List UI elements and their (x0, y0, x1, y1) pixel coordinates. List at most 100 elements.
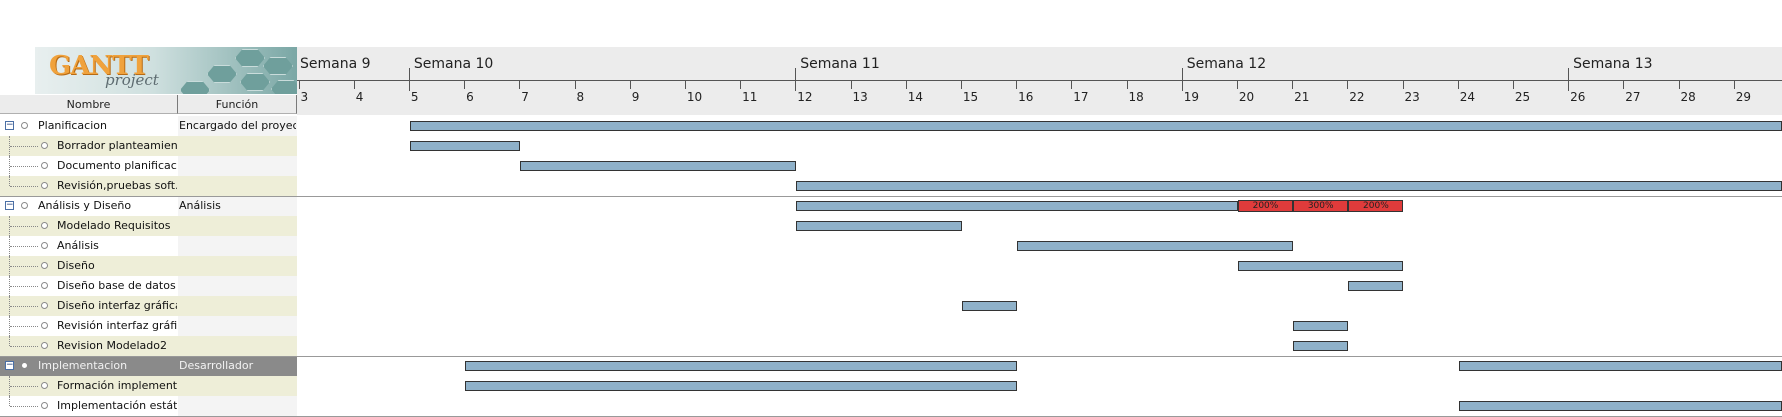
logo-word: GANTT (49, 51, 149, 81)
task-bar[interactable] (796, 201, 1238, 211)
task-name: Revision Modelado2 (57, 339, 167, 352)
task-dot-icon (41, 262, 48, 269)
task-bar[interactable] (1017, 241, 1294, 251)
day-label: 22 (1349, 90, 1365, 104)
logo-sub: project (105, 71, 159, 89)
task-bar[interactable] (1348, 281, 1404, 291)
task-bar[interactable] (1458, 401, 1782, 411)
collapse-icon[interactable]: − (5, 200, 14, 210)
tree-guide-line (9, 236, 10, 256)
task-row[interactable]: Implementación estática (0, 396, 297, 416)
task-dot-icon (41, 402, 48, 409)
day-label: 19 (1183, 90, 1199, 104)
overload-indicator[interactable]: 200% (1348, 200, 1404, 212)
day-tick (519, 80, 521, 89)
day-label: 16 (1018, 90, 1034, 104)
day-label: 15 (962, 90, 979, 104)
task-row[interactable]: Borrador planteamiento (0, 136, 297, 156)
task-bar[interactable] (1237, 261, 1404, 271)
day-label: 18 (1128, 90, 1144, 104)
task-name: Revisión interfaz gráfica (57, 319, 177, 332)
task-dot-icon (41, 302, 48, 309)
task-bar[interactable] (465, 361, 1018, 371)
task-bar[interactable] (1293, 321, 1349, 331)
task-row[interactable]: Diseño interfaz gráfica (0, 296, 297, 316)
task-bar[interactable] (409, 121, 1782, 131)
day-label: 26 (1570, 90, 1586, 104)
day-label: 12 (797, 90, 813, 104)
task-row[interactable]: Revisión,pruebas soft... (0, 176, 297, 196)
tree-guide-line (10, 186, 38, 187)
week-tick (1181, 68, 1183, 91)
task-row[interactable]: Formación implementa... (0, 376, 297, 396)
tree-guide-line (9, 176, 10, 186)
day-label: 29 (1735, 90, 1751, 104)
task-dot-icon (41, 282, 48, 289)
overload-indicator[interactable]: 200% (1237, 200, 1294, 212)
day-label: 7 (521, 90, 529, 104)
tree-guide-line (9, 156, 10, 176)
column-header-function[interactable]: Función (178, 95, 297, 114)
task-row[interactable]: Diseño base de datos (0, 276, 297, 296)
tree-guide-line (10, 306, 38, 307)
task-row[interactable]: Diseño (0, 256, 297, 276)
week-label: Semana 10 (413, 56, 494, 72)
task-bar[interactable] (1458, 361, 1782, 371)
collapse-icon[interactable]: − (5, 120, 14, 130)
collapse-icon[interactable]: − (5, 360, 14, 370)
day-label: 24 (1459, 90, 1475, 104)
task-row[interactable]: Revision Modelado2 (0, 336, 297, 356)
tree-guide-line (10, 146, 38, 147)
task-row[interactable]: Modelado Requisitos (0, 216, 297, 236)
overload-indicator[interactable]: 300% (1293, 200, 1349, 212)
tree-guide-line (10, 286, 38, 287)
group-separator (0, 356, 1782, 357)
day-tick (1623, 80, 1625, 89)
task-bar[interactable] (1293, 341, 1349, 351)
day-label: 17 (1073, 90, 1089, 104)
day-tick (1457, 80, 1459, 89)
tree-guide-line (10, 326, 38, 327)
tree-guide-line (10, 386, 38, 387)
day-tick (574, 80, 576, 89)
task-row[interactable]: Documento planificación (0, 156, 297, 176)
timeline-axis (297, 80, 1782, 81)
task-bar[interactable] (961, 301, 1018, 311)
tree-guide-line (9, 376, 10, 396)
day-tick (1071, 80, 1073, 89)
task-name: Planificacion (38, 119, 107, 132)
task-bar[interactable] (465, 381, 1018, 391)
day-label: 5 (410, 90, 419, 104)
task-function: Análisis (179, 199, 221, 212)
task-dot-icon (41, 322, 48, 329)
task-bar[interactable] (796, 181, 1782, 191)
day-label: 25 (1514, 90, 1531, 104)
day-label: 23 (1404, 90, 1420, 104)
task-bar[interactable] (520, 161, 797, 171)
day-tick (1347, 80, 1349, 89)
task-row[interactable]: Análisis (0, 236, 297, 256)
day-label: 6 (466, 90, 474, 104)
week-tick (408, 68, 410, 91)
task-bar[interactable] (796, 221, 962, 231)
task-dot-icon (21, 362, 28, 369)
task-bar[interactable] (409, 141, 521, 151)
day-label: 8 (576, 90, 585, 104)
day-tick (740, 80, 742, 89)
task-name: Modelado Requisitos (57, 219, 171, 232)
day-label: 9 (631, 90, 640, 104)
day-label: 4 (355, 90, 364, 104)
column-header-name[interactable]: Nombre (0, 95, 178, 114)
tree-guide-line (10, 226, 38, 227)
tree-guide-line (9, 136, 10, 156)
task-name: Formación implementa... (57, 379, 177, 392)
task-name: Diseño (57, 259, 95, 272)
task-row[interactable]: Revisión interfaz gráfica (0, 316, 297, 336)
day-tick (464, 80, 466, 89)
day-tick (1678, 80, 1680, 89)
task-dot-icon (41, 142, 48, 149)
